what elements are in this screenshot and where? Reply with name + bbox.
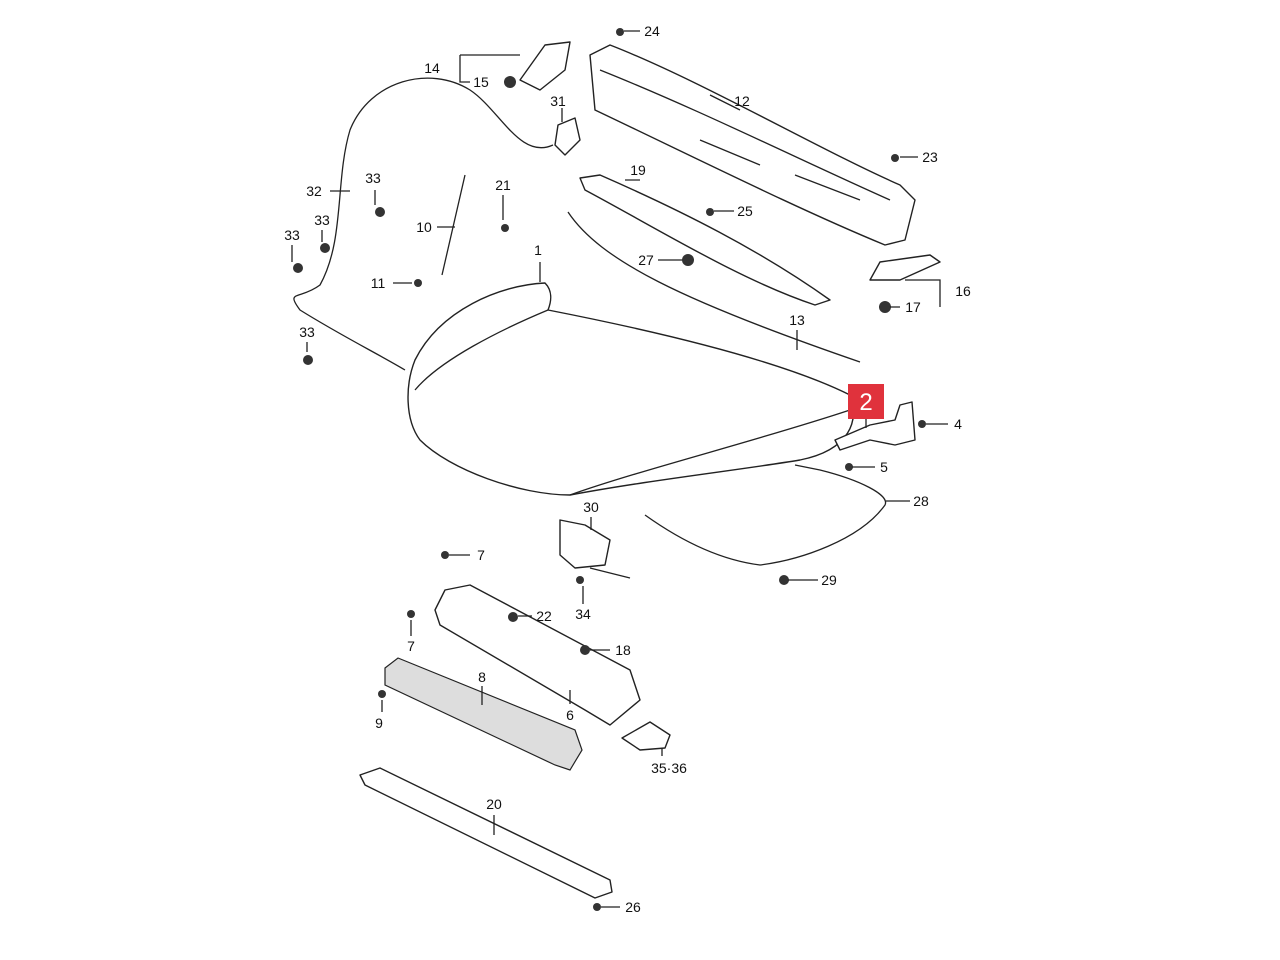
part-release-cable bbox=[293, 77, 554, 371]
callout-label: 6 bbox=[566, 707, 574, 723]
callout-label: 32 bbox=[306, 183, 322, 199]
highlight-label: 2 bbox=[859, 389, 872, 416]
part-upper-crossmember bbox=[434, 584, 641, 726]
callout-label: 16 bbox=[955, 283, 971, 299]
callout-label: 27 bbox=[638, 252, 654, 268]
callout-label: 1 bbox=[534, 242, 542, 258]
callout-label: 13 bbox=[789, 312, 805, 328]
callout-label: 25 bbox=[737, 203, 753, 219]
callout-label: 33 bbox=[284, 227, 300, 243]
callout-label: 29 bbox=[821, 572, 837, 588]
part-hinge bbox=[834, 401, 916, 451]
callout-label: 19 bbox=[630, 162, 646, 178]
callout-label: 30 bbox=[583, 499, 599, 515]
callout-label: 4 bbox=[954, 416, 962, 432]
callout-label: 26 bbox=[625, 899, 641, 915]
callout-label: 7 bbox=[407, 638, 415, 654]
callout-label: 22 bbox=[536, 608, 552, 624]
callout-label: 9 bbox=[375, 715, 383, 731]
highlight-callout-2: 2 bbox=[848, 384, 884, 419]
part-hood bbox=[407, 282, 855, 496]
callout-label: 33 bbox=[365, 170, 381, 186]
callout-label: 8 bbox=[478, 669, 486, 685]
callout-label: 7 bbox=[477, 547, 485, 563]
callout-label: 18 bbox=[615, 642, 631, 658]
leader-lines bbox=[291, 30, 948, 908]
part-hood-rod bbox=[441, 174, 466, 276]
part-bracket bbox=[519, 41, 571, 91]
part-insulator bbox=[644, 464, 887, 566]
callout-label: 5 bbox=[880, 459, 888, 475]
part-latch-bracket bbox=[554, 117, 581, 156]
callout-label: 33 bbox=[314, 212, 330, 228]
callout-label: 23 bbox=[922, 149, 938, 165]
part-hood-latch bbox=[559, 519, 611, 569]
callout-label: 20 bbox=[486, 796, 502, 812]
part-grille-reinforcement bbox=[384, 657, 583, 771]
callout-label: 14 bbox=[424, 60, 440, 76]
callout-label: 35·36 bbox=[651, 760, 687, 776]
part-side-bracket bbox=[869, 254, 941, 281]
callout-label: 28 bbox=[913, 493, 929, 509]
part-support-panel bbox=[579, 174, 831, 306]
part-lower-crossmember bbox=[359, 767, 613, 899]
highlight-box bbox=[848, 384, 884, 419]
callout-label: 17 bbox=[905, 299, 921, 315]
callout-label: 33 bbox=[299, 324, 315, 340]
part-hood-seal bbox=[567, 211, 861, 363]
callout-label: 21 bbox=[495, 177, 511, 193]
callout-label: 15 bbox=[473, 74, 489, 90]
callout-label: 34 bbox=[575, 606, 591, 622]
part-bracket-35-36 bbox=[621, 721, 671, 751]
callout-label: 11 bbox=[371, 275, 386, 291]
callout-label: 24 bbox=[644, 23, 660, 39]
callout-label: 12 bbox=[734, 93, 750, 109]
latch-cable bbox=[589, 567, 631, 579]
fasteners bbox=[293, 28, 926, 911]
callout-label: 10 bbox=[416, 219, 432, 235]
part-cowl-top bbox=[589, 44, 916, 246]
callout-label: 31 bbox=[550, 93, 566, 109]
